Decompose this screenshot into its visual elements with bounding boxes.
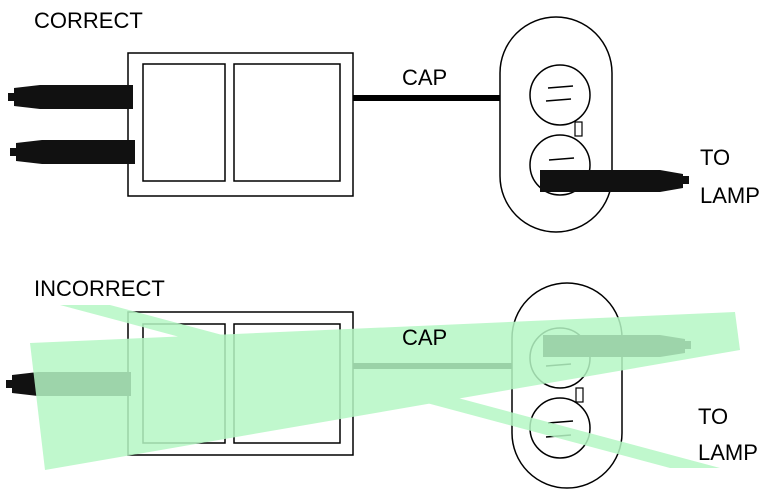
correct-lamp-label: LAMP xyxy=(700,183,760,208)
correct-outlet xyxy=(499,16,613,233)
incorrect-panel xyxy=(6,282,740,489)
correct-input-cord-bottom xyxy=(10,140,135,164)
incorrect-title: INCORRECT xyxy=(34,276,165,301)
incorrect-cross-mark xyxy=(30,305,740,470)
correct-lamp-plug xyxy=(540,170,689,192)
correct-panel xyxy=(8,16,689,233)
incorrect-cap-label: CAP xyxy=(402,325,448,350)
correct-plug-box xyxy=(127,52,354,197)
correct-input-cord-top xyxy=(8,85,133,109)
correct-title: CORRECT xyxy=(34,8,143,33)
incorrect-to-label: TO xyxy=(698,404,729,429)
incorrect-lamp-label: LAMP xyxy=(698,440,758,465)
correct-cap-label: CAP xyxy=(402,65,448,90)
correct-to-label: TO xyxy=(700,145,731,170)
